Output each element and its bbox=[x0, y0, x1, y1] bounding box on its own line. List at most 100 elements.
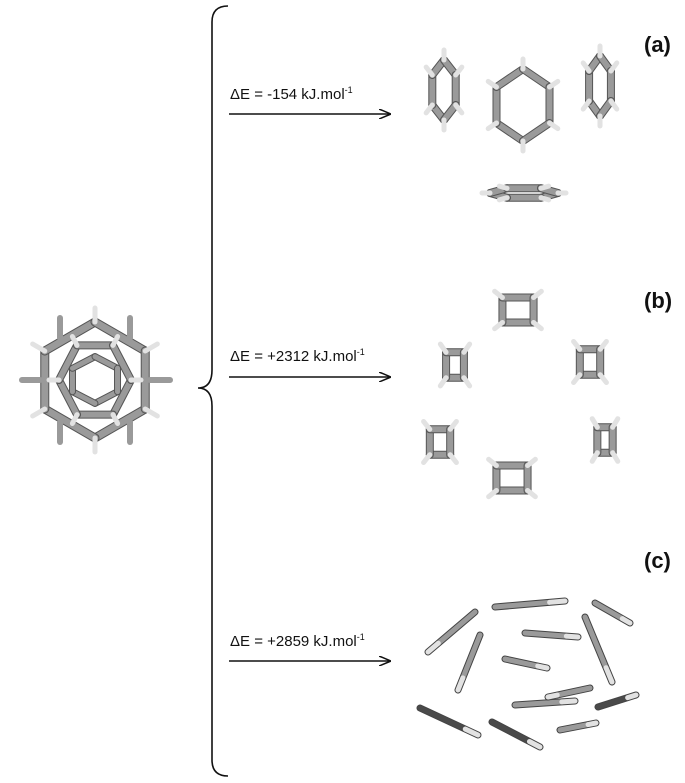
product-a-benzene-rings bbox=[423, 43, 620, 203]
acetylene-hydrogen bbox=[545, 692, 560, 700]
curly-brace bbox=[197, 5, 229, 777]
acetylene-carbon bbox=[460, 632, 483, 681]
hydrogen-bond bbox=[461, 341, 473, 355]
hydrogen-bond bbox=[589, 416, 600, 430]
hydrogen-bond bbox=[485, 78, 499, 90]
hydrogen-bond bbox=[486, 456, 499, 469]
hydrogen-bond bbox=[423, 102, 435, 116]
hydrogen-bond bbox=[447, 452, 459, 466]
panel-label-a: (a) bbox=[644, 32, 671, 57]
acetylene-carbon bbox=[592, 600, 625, 622]
acetylene-carbon bbox=[522, 630, 569, 639]
hydrogen-bond bbox=[538, 195, 552, 203]
hydrogen-bond bbox=[525, 456, 538, 469]
reactant-cage-molecule bbox=[19, 305, 173, 455]
acetylene-carbon bbox=[595, 695, 631, 710]
energy-label-b: ΔE = +2312 kJ.mol-1 bbox=[230, 347, 365, 366]
ring-bond bbox=[597, 98, 614, 119]
hydrogen-bond bbox=[69, 412, 80, 427]
hydrogen-bond bbox=[531, 288, 544, 301]
hydrogen-bond bbox=[447, 418, 459, 432]
acetylene-hydrogen bbox=[563, 633, 581, 640]
hydrogen-bond bbox=[142, 406, 160, 419]
hydrogen-bond bbox=[531, 319, 544, 332]
hydrogen-bond bbox=[110, 333, 121, 348]
hydrogen-bond bbox=[421, 452, 433, 466]
acetylene-hydrogen bbox=[535, 663, 550, 671]
ring-bond bbox=[110, 342, 134, 383]
acetylene-carbon bbox=[582, 614, 609, 671]
ring-bond bbox=[41, 318, 99, 355]
hydrogen-bond bbox=[453, 102, 465, 116]
hydrogen-bond bbox=[142, 341, 160, 354]
ring-bond bbox=[91, 405, 149, 442]
acetylene-carbon bbox=[435, 609, 478, 646]
acetylene-carbon bbox=[492, 599, 553, 610]
hydrogen-bond bbox=[597, 338, 609, 352]
hydrogen-bond bbox=[486, 487, 499, 500]
acetylene-hydrogen bbox=[559, 698, 578, 705]
hydrogen-bond bbox=[496, 195, 510, 203]
ring-bond bbox=[110, 377, 134, 418]
product-c-acetylene-fragments bbox=[416, 597, 640, 751]
hydrogen-bond bbox=[30, 406, 48, 419]
acetylene-hydrogen bbox=[585, 720, 599, 728]
ring-bond bbox=[520, 120, 553, 144]
panel-label-b: (b) bbox=[644, 288, 673, 313]
hydrogen-bond bbox=[547, 120, 561, 132]
acetylene-hydrogen bbox=[455, 675, 466, 693]
hydrogen-bond bbox=[580, 98, 592, 112]
acetylene-carbon bbox=[502, 656, 541, 669]
hydrogen-bond bbox=[610, 450, 621, 464]
hydrogen-bond bbox=[538, 183, 552, 191]
hydrogen-bond bbox=[608, 60, 620, 74]
product-b-cyclobutadiene-rings bbox=[421, 288, 621, 500]
hydrogen-bond bbox=[525, 487, 538, 500]
ring-bond bbox=[69, 354, 98, 371]
acetylene-hydrogen bbox=[547, 598, 568, 605]
hydrogen-bond bbox=[580, 60, 592, 74]
hydrogen-bond bbox=[437, 375, 449, 389]
ring-bond bbox=[56, 377, 80, 418]
acetylene-carbon bbox=[417, 705, 468, 732]
ring-bond bbox=[92, 354, 121, 371]
hydrogen-bond bbox=[69, 333, 80, 348]
acetylene-carbon bbox=[557, 722, 591, 733]
acetylene-carbon bbox=[489, 719, 532, 744]
hydrogen-bond bbox=[492, 319, 505, 332]
ring-bond bbox=[91, 318, 149, 355]
acetylene-hydrogen bbox=[526, 739, 543, 750]
ring-bond bbox=[56, 342, 80, 383]
energy-label-c: ΔE = +2859 kJ.mol-1 bbox=[230, 632, 365, 651]
ring-bond bbox=[493, 66, 526, 90]
ring-bond bbox=[69, 389, 98, 406]
hydrogen-bond bbox=[608, 98, 620, 112]
ring-bond bbox=[441, 102, 459, 123]
acetylene-hydrogen bbox=[462, 726, 481, 738]
panel-label-c: (c) bbox=[644, 548, 671, 573]
ring-bond bbox=[520, 66, 553, 90]
hydrogen-bond bbox=[492, 288, 505, 301]
ring-bond bbox=[92, 389, 121, 406]
hydrogen-bond bbox=[423, 64, 435, 78]
acetylene-hydrogen bbox=[619, 616, 633, 626]
energy-label-a: ΔE = -154 kJ.mol-1 bbox=[230, 85, 353, 104]
hydrogen-bond bbox=[610, 416, 621, 430]
hydrogen-bond bbox=[461, 375, 473, 389]
hydrogen-bond bbox=[571, 372, 583, 386]
acetylene-carbon bbox=[554, 685, 593, 698]
acetylene-hydrogen bbox=[425, 640, 441, 655]
hydrogen-bond bbox=[453, 64, 465, 78]
hydrogen-bond bbox=[547, 78, 561, 90]
acetylene-carbon bbox=[512, 699, 565, 708]
hydrogen-bond bbox=[496, 183, 510, 191]
acetylene-hydrogen bbox=[603, 665, 615, 685]
hydrogen-bond bbox=[589, 450, 600, 464]
hydrogen-bond bbox=[30, 341, 48, 354]
hydrogen-bond bbox=[485, 120, 499, 132]
hydrogen-bond bbox=[597, 372, 609, 386]
ring-bond bbox=[41, 405, 99, 442]
hydrogen-bond bbox=[571, 338, 583, 352]
